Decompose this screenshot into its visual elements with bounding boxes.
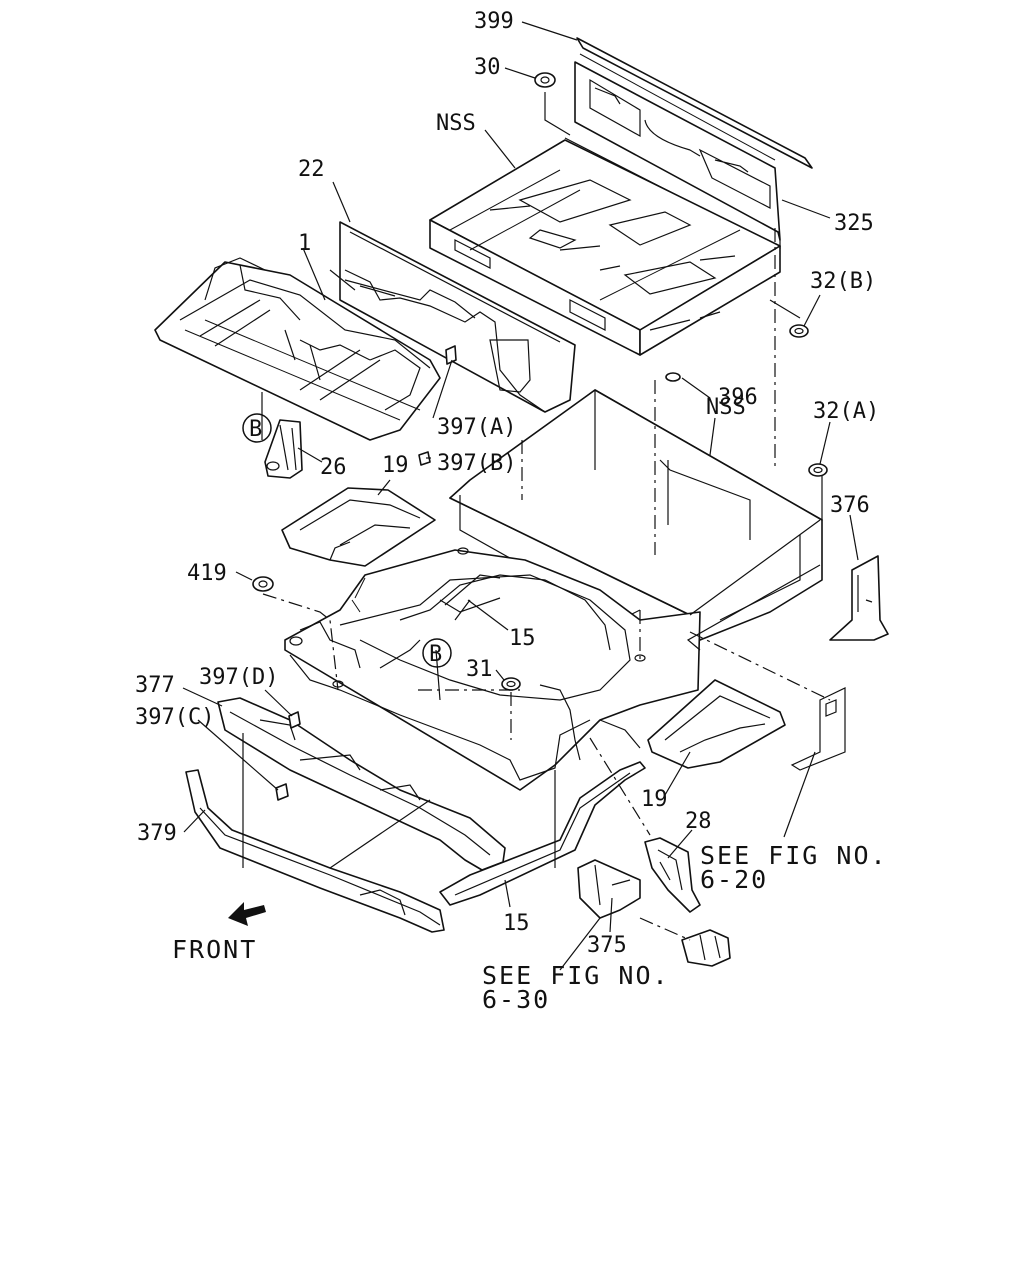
- label-397b: 397(B): [437, 451, 516, 476]
- label-376: 376: [830, 493, 870, 518]
- front-label: FRONT: [172, 935, 257, 964]
- grommet-32b: [789, 324, 809, 338]
- callout-b-1: B: [249, 417, 262, 442]
- rear-panel-399: [574, 37, 813, 241]
- label-325: 325: [834, 211, 874, 236]
- label-399: 399: [474, 9, 514, 34]
- label-1: 1: [298, 231, 311, 256]
- label-397a: 397(A): [437, 415, 516, 440]
- label-15-mid: 15: [509, 626, 536, 651]
- grommet-419: [252, 576, 274, 592]
- label-nss-mid: NSS: [706, 395, 746, 420]
- see-fig-6-20-line2: 6-20: [700, 865, 768, 894]
- rear-floor-nss-mid: [449, 389, 823, 641]
- label-31: 31: [466, 657, 493, 682]
- see-fig-6-30-line2: 6-30: [482, 985, 550, 1014]
- rear-floor-nss-top: [429, 139, 781, 356]
- front-floor-1: [154, 257, 441, 441]
- crossmember-22: [329, 221, 576, 413]
- label-30: 30: [474, 55, 501, 80]
- label-15-bottom: 15: [503, 911, 530, 936]
- label-nss-top: NSS: [436, 111, 476, 136]
- clip-397b: [418, 451, 431, 466]
- see-fig-6-20-line1: SEE FIG NO.: [700, 841, 888, 870]
- label-377: 377: [135, 673, 175, 698]
- label-28: 28: [685, 809, 712, 834]
- label-397d: 397(D): [199, 665, 278, 690]
- clip-397c: [275, 783, 289, 801]
- label-19-top: 19: [382, 453, 409, 478]
- leader-lines: [182, 21, 859, 971]
- label-32b: 32(B): [810, 269, 876, 294]
- bracket-28: [644, 837, 701, 913]
- front-arrow-icon: [228, 902, 266, 926]
- label-32a: 32(A): [813, 399, 879, 424]
- channel-15-bottom: [439, 761, 646, 906]
- callout-b-2: B: [429, 642, 442, 667]
- reinforcement-19-bottom: [647, 679, 786, 769]
- jack-part: [681, 929, 731, 967]
- label-22: 22: [298, 157, 325, 182]
- crossmember-379: [185, 769, 445, 933]
- plug-396: [665, 372, 681, 382]
- label-379: 379: [137, 821, 177, 846]
- callout-b-ring-1: [242, 413, 272, 443]
- fastener-30: [534, 72, 571, 136]
- assembly-lines: [242, 228, 831, 941]
- label-375: 375: [587, 933, 627, 958]
- label-419: 419: [187, 561, 227, 586]
- callout-b-ring-2: [422, 638, 452, 668]
- reinforcement-19-top: [281, 487, 436, 567]
- bracket-376: [829, 555, 889, 641]
- bracket-26: [264, 419, 303, 479]
- label-396: 396: [718, 385, 758, 410]
- grommet-32a: [808, 463, 828, 477]
- side-panel: [790, 687, 846, 771]
- label-26: 26: [320, 455, 347, 480]
- grommet-31: [501, 677, 521, 691]
- clip-397a: [445, 345, 457, 365]
- bracket-375: [577, 859, 641, 919]
- label-397c: 397(C): [135, 705, 214, 730]
- label-19-bottom: 19: [641, 787, 668, 812]
- see-fig-6-30-line1: SEE FIG NO.: [482, 961, 670, 990]
- main-floor-pan: [284, 547, 701, 791]
